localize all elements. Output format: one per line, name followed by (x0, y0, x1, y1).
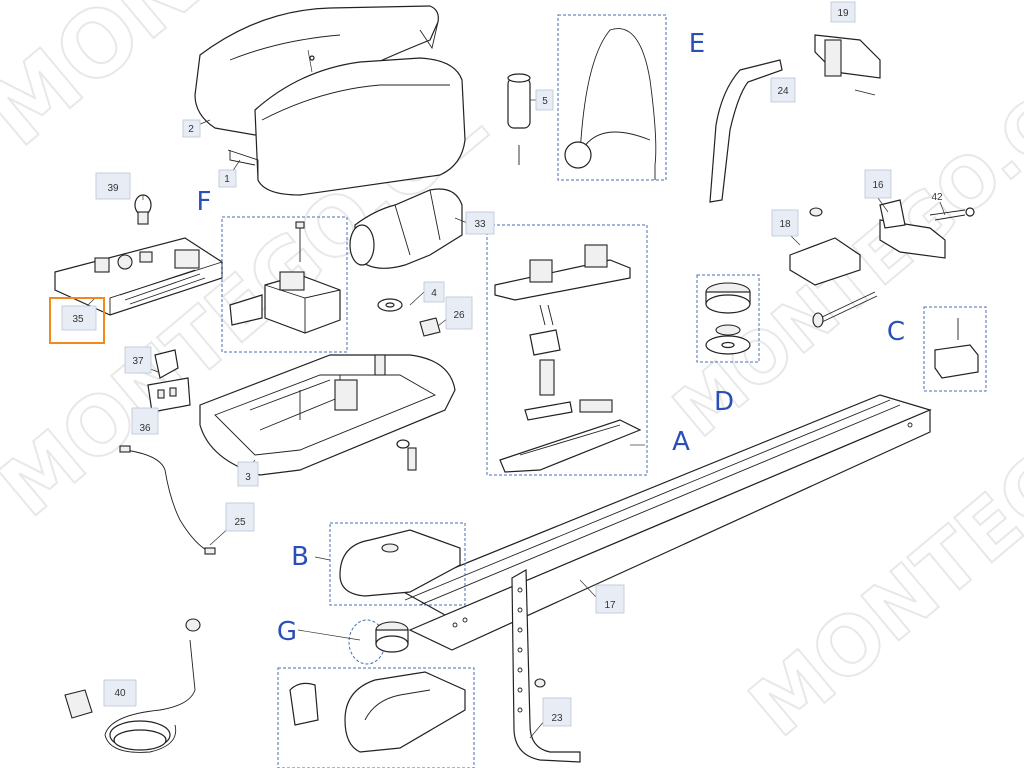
group-a-box (486, 224, 648, 476)
sleeve-part (507, 73, 531, 165)
group-label-e: E (689, 29, 705, 59)
svg-text:16: 16 (872, 180, 884, 191)
rail-part (398, 394, 932, 651)
group-label-f: F (197, 187, 212, 217)
part-42-tag: 42 (931, 192, 943, 203)
base-plate-part (199, 354, 456, 476)
part-24-tag: 24 (770, 77, 796, 103)
svg-text:37: 37 (132, 356, 144, 367)
svg-text:2: 2 (188, 124, 194, 135)
pulley-cover-part (339, 529, 461, 597)
group-label-d: D (714, 387, 734, 417)
svg-text:17: 17 (604, 600, 616, 611)
group-b-box (329, 522, 466, 606)
svg-text:19: 19 (837, 8, 849, 19)
part-4-tag: 4 (423, 281, 445, 303)
washer-part (377, 298, 441, 337)
part-19-tag: 19 (830, 1, 856, 23)
control-board-part (54, 237, 223, 316)
svg-text:3: 3 (245, 472, 251, 483)
curved-arm-part (709, 59, 783, 203)
part-17-tag: 17 (595, 584, 625, 614)
part-33-tag: 33 (465, 211, 495, 235)
part-18-tag: 18 (771, 209, 799, 237)
part-35-tag: 35 (61, 305, 97, 331)
part-2-tag: 2 (182, 119, 201, 138)
part-25-tag: 25 (225, 502, 255, 532)
svg-text:33: 33 (474, 219, 486, 230)
clip-c-part (934, 318, 979, 379)
group-label-b: B (291, 542, 309, 572)
svg-text:26: 26 (453, 310, 465, 321)
part-16-tag: 16 (864, 169, 892, 199)
power-cord-part (64, 618, 201, 753)
lower-cover-part (254, 57, 466, 196)
part-23-tag: 23 (542, 697, 572, 727)
svg-text:42: 42 (931, 192, 943, 203)
part-5-tag: 5 (535, 89, 554, 111)
part-35-highlight-box (49, 297, 105, 344)
plate-18-part (789, 207, 861, 286)
upper-cover-part (194, 5, 439, 136)
part-40-tag: 40 (103, 679, 137, 707)
lower-group-box (277, 667, 475, 768)
group-c-box (923, 306, 987, 392)
part-3-tag: 3 (237, 461, 259, 487)
carriage-parts (494, 244, 642, 473)
lower-housing-part (289, 671, 466, 753)
group-label-a: A (672, 427, 690, 457)
svg-text:24: 24 (777, 86, 789, 97)
svg-text:25: 25 (234, 517, 246, 528)
svg-text:36: 36 (139, 423, 151, 434)
svg-text:35: 35 (72, 314, 84, 325)
gear-parts (705, 282, 751, 355)
release-cord-part (564, 28, 657, 180)
long-bolt-part (819, 291, 878, 323)
hanger-23-part (511, 568, 581, 763)
part-39-tag: 39 (95, 172, 131, 200)
part-26-tag: 26 (445, 296, 473, 330)
group-label-g: G (277, 617, 297, 647)
wall-bracket-19-part (814, 34, 881, 96)
sprocket-part (375, 621, 409, 653)
transformer-part (229, 221, 341, 334)
svg-text:5: 5 (542, 96, 548, 107)
cable-part (124, 449, 211, 553)
part-37-tag: 37 (124, 346, 152, 374)
svg-text:23: 23 (551, 713, 563, 724)
part-1-tag: 1 (218, 169, 237, 188)
svg-text:39: 39 (107, 183, 119, 194)
svg-text:1: 1 (224, 174, 230, 185)
bulb-part (134, 194, 152, 225)
group-d-box (696, 274, 760, 363)
cover-assembly (194, 5, 466, 196)
svg-text:40: 40 (114, 688, 126, 699)
group-label-c: C (887, 317, 905, 347)
motor-part (349, 188, 463, 269)
bracket-16-part (879, 199, 975, 259)
svg-text:4: 4 (431, 288, 437, 299)
group-e-box (557, 14, 667, 181)
part-36-tag: 36 (131, 407, 159, 435)
group-f-box (221, 216, 348, 353)
connector-parts (147, 349, 191, 413)
svg-text:18: 18 (779, 219, 791, 230)
